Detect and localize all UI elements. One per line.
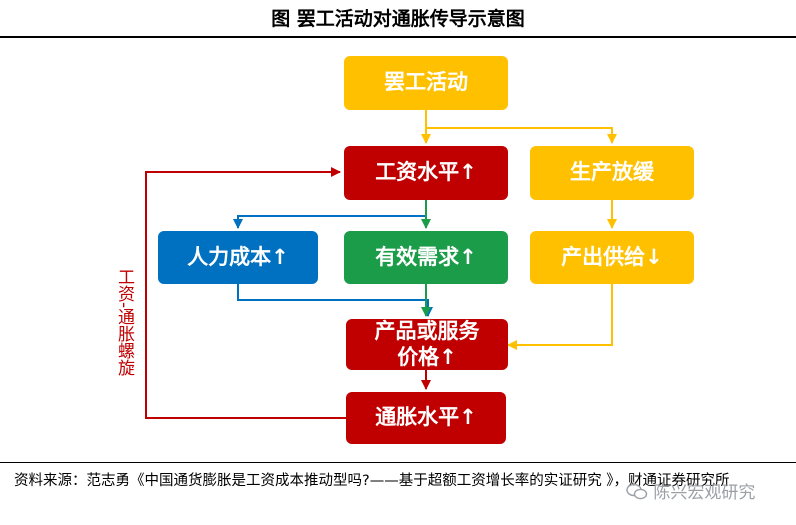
arrow-spiral-loop: [145, 167, 346, 419]
flow-connectors: [145, 110, 617, 419]
node-output-supply: 产出供给↓: [530, 231, 694, 284]
source-rule: [0, 462, 796, 463]
wechat-icon: [626, 483, 648, 501]
diagram-title: 图 罢工活动对通胀传导示意图: [271, 8, 525, 30]
node-inflation-level: 通胀水平↑: [346, 392, 506, 444]
node-price-line2: 价格↑: [397, 344, 457, 369]
arrow-output-to-price: [507, 284, 613, 350]
arrow-strike-to-production: [426, 127, 617, 144]
arrow-labor-to-price: [237, 284, 433, 317]
arrow-wage-to-labor: [233, 200, 427, 229]
source-note: 资料来源：范志勇《中国通货膨胀是工资成本推动型吗?——基于超额工资增长率的实证研…: [14, 473, 730, 489]
node-strike: 罢工活动: [344, 56, 508, 110]
node-production-slowdown: 生产放缓: [530, 146, 694, 200]
watermark-text: 陈兴宏观研究: [653, 483, 756, 503]
watermark: 陈兴宏观研究: [626, 478, 755, 503]
node-labor-cost: 人力成本↑: [158, 231, 318, 284]
node-price: 产品或服务 价格↑: [346, 319, 508, 370]
node-price-line1: 产品或服务: [374, 319, 480, 344]
spiral-label: 工资-通胀螺旋: [114, 268, 134, 377]
node-wage-level: 工资水平↑: [344, 146, 508, 200]
node-effective-demand: 有效需求↑: [344, 231, 508, 284]
title-rule: [0, 36, 796, 38]
